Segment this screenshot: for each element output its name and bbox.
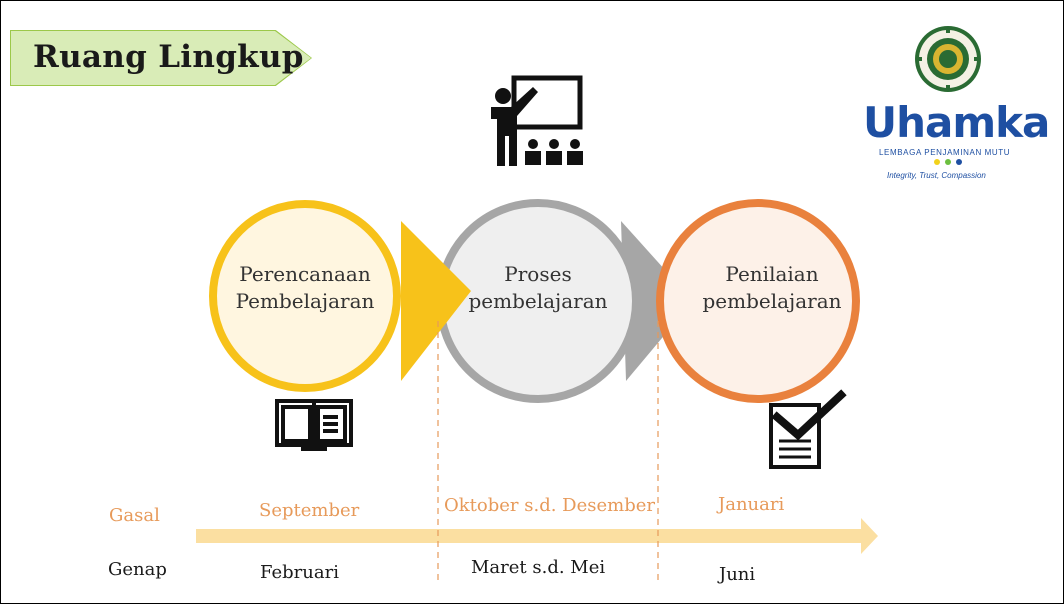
stage-circle-1 [209, 200, 471, 392]
stage-label-line: pembelajaran [702, 289, 842, 313]
genap-month-1: Februari [260, 562, 339, 583]
stage-label-line: Proses [504, 262, 572, 286]
logo-tagline: Integrity, Trust, Compassion [887, 171, 986, 180]
checklist-icon [769, 389, 847, 469]
stage-label-planning: Perencanaan Pembelajaran [220, 261, 390, 315]
genap-month-3: Juni [719, 564, 756, 585]
university-seal-icon [915, 26, 981, 92]
stage-label-line: pembelajaran [468, 289, 608, 313]
gasal-month-2: Oktober s.d. Desember [444, 495, 655, 516]
stage-label-line: Perencanaan [239, 262, 371, 286]
gasal-month-3: Januari [718, 494, 785, 515]
title-banner [11, 31, 311, 85]
presenter-icon [491, 75, 583, 166]
stage-circle-3 [656, 199, 860, 403]
logo-wordmark: Uhamka [863, 98, 1050, 147]
gasal-label: Gasal [109, 505, 160, 526]
logo-subtitle: LEMBAGA PENJAMINAN MUTU [879, 148, 1011, 157]
page-title: Ruang Lingkup [33, 39, 304, 75]
stage-label-line: Pembelajaran [235, 289, 375, 313]
stage-label-assessment: Penilaian pembelajaran [687, 261, 857, 315]
genap-label: Genap [108, 559, 167, 580]
genap-month-2: Maret s.d. Mei [471, 557, 606, 578]
stage-label-process: Proses pembelajaran [453, 261, 623, 315]
timeline-arrow [196, 518, 878, 554]
logo-dots [934, 159, 962, 165]
book-icon [275, 399, 353, 451]
stage-label-line: Penilaian [725, 262, 819, 286]
gasal-month-1: September [259, 500, 360, 521]
